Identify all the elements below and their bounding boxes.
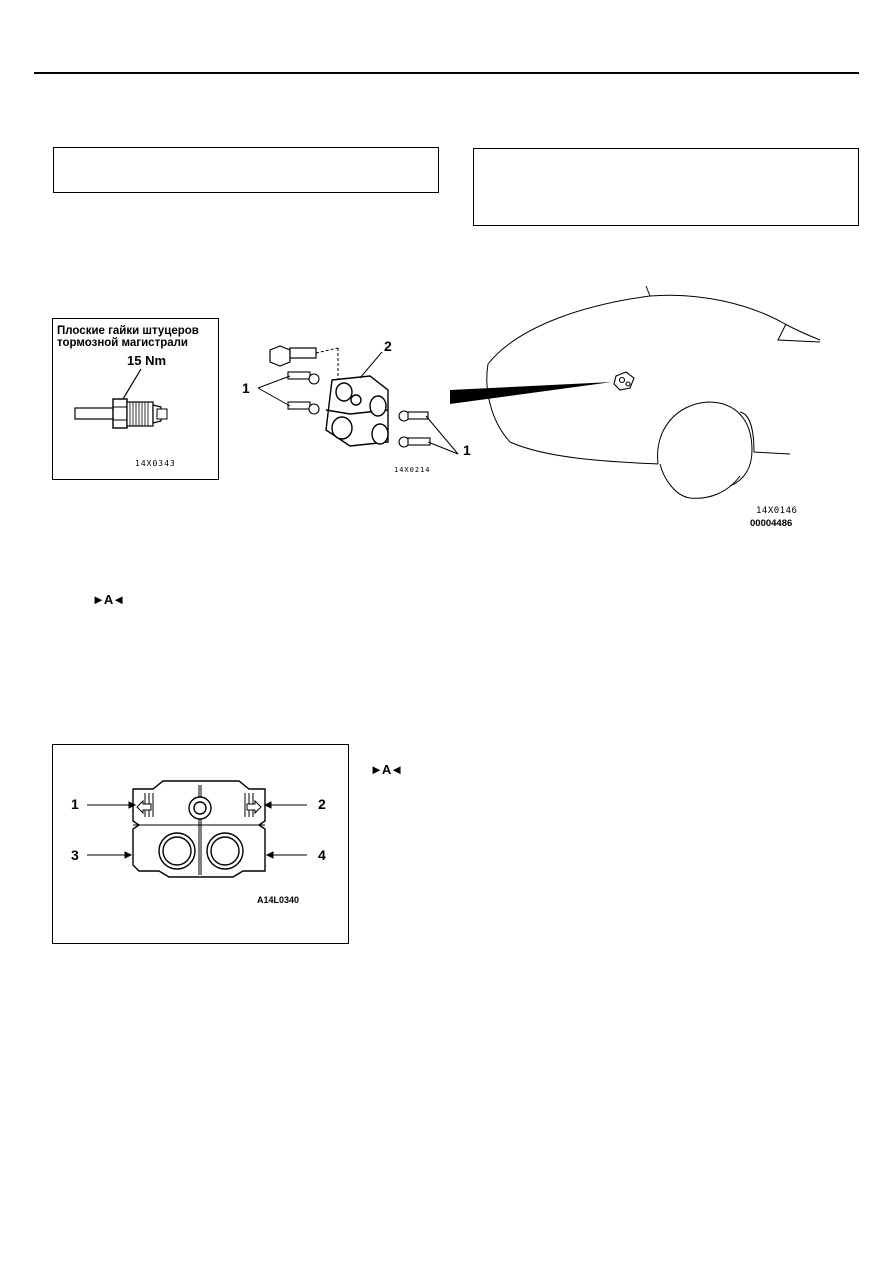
table-box-right	[473, 148, 859, 226]
valve-port-diagram: 1 2 3 4 A14L0340	[52, 744, 349, 944]
header-rule	[34, 72, 859, 74]
table-box-left	[53, 147, 439, 193]
port-label-1: 1	[71, 796, 79, 812]
valve-exploded-drawing	[257, 345, 459, 455]
vehicle-code-2: 00004486	[750, 518, 793, 529]
exploded-label-2: 2	[384, 338, 392, 354]
inset-caption-line2: тормозной магистрали	[57, 337, 188, 349]
torque-label: 15 Nm	[127, 353, 167, 368]
exploded-label-1-right: 1	[463, 442, 471, 458]
flare-nut-drawing	[74, 368, 168, 429]
port-label-2: 2	[318, 796, 326, 812]
vehicle-code-1: 14X0146	[756, 506, 798, 516]
marker-a-first: ►A◄	[92, 592, 125, 607]
exploded-code: 14X0214	[394, 466, 431, 474]
inset-code: 14X0343	[135, 459, 176, 468]
valve-port-drawing	[87, 780, 307, 878]
vehicle-outline-drawing	[450, 285, 821, 499]
flare-nut-inset: Плоские гайки штуцеров тормозной магистр…	[52, 318, 219, 480]
valve-diagram-code: A14L0340	[257, 895, 300, 905]
inset-caption-line1: Плоские гайки штуцеров	[57, 325, 199, 337]
port-label-3: 3	[71, 847, 79, 863]
marker-a-second: ►A◄	[370, 762, 403, 777]
valve-exploded-view: 1 2 1 14X0214	[230, 330, 480, 480]
port-label-4: 4	[318, 847, 326, 863]
exploded-label-1-left: 1	[242, 380, 250, 396]
